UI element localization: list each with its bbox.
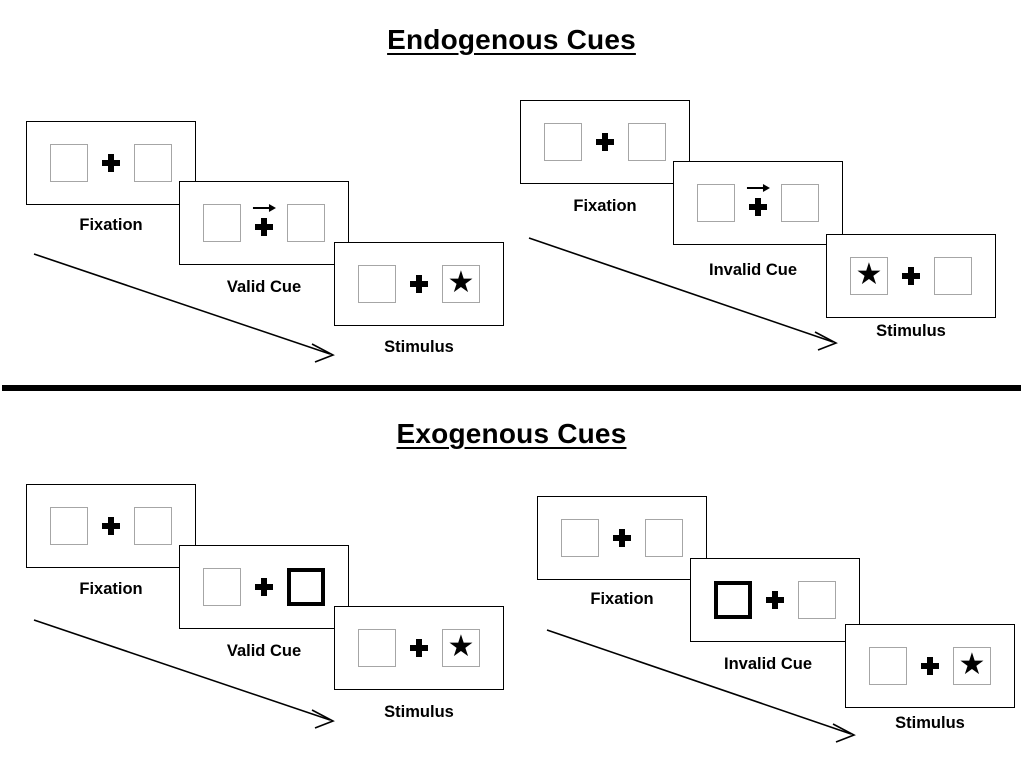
frame-endogenous-valid-fixation[interactable] [26, 121, 196, 205]
frame-label-invalid-cue: Invalid Cue [708, 261, 798, 279]
fixation-cross-icon [766, 591, 784, 609]
left-placeholder-box [50, 144, 88, 182]
right-placeholder-box [645, 519, 683, 557]
frame-endogenous-invalid-stimulus[interactable]: ★ [826, 234, 996, 318]
fixation-cross-icon [102, 154, 120, 172]
fixation-area [98, 505, 124, 547]
right-target-box: ★ [442, 629, 480, 667]
frame-label-stimulus: Stimulus [384, 338, 454, 356]
fixation-cross-icon [410, 275, 428, 293]
left-placeholder-box [358, 629, 396, 667]
frame-exogenous-valid-cue[interactable] [179, 545, 349, 629]
time-flow-arrow-exogenous-valid [33, 619, 335, 729]
fixation-area [406, 627, 432, 669]
frame-label-fixation: Fixation [79, 580, 143, 598]
frame-exogenous-invalid-fixation[interactable] [537, 496, 707, 580]
arrow-right-cue-icon [746, 183, 771, 193]
frame-label-valid-cue: Valid Cue [226, 642, 302, 660]
fixation-area [592, 121, 618, 163]
left-cued-box [714, 581, 752, 619]
fixation-cross-icon [255, 218, 273, 236]
right-placeholder-box [628, 123, 666, 161]
frame-label-fixation: Fixation [573, 197, 637, 215]
frame-endogenous-valid-stimulus[interactable]: ★ [334, 242, 504, 326]
right-placeholder-box [134, 507, 172, 545]
right-placeholder-box [134, 144, 172, 182]
frame-exogenous-invalid-cue[interactable] [690, 558, 860, 642]
left-placeholder-box [697, 184, 735, 222]
fixation-cross-icon [102, 517, 120, 535]
right-placeholder-box [798, 581, 836, 619]
left-placeholder-box [561, 519, 599, 557]
section-title-endogenous: Endogenous Cues [387, 24, 636, 55]
frame-endogenous-invalid-cue[interactable] [673, 161, 843, 245]
left-placeholder-box [544, 123, 582, 161]
right-cued-box [287, 568, 325, 606]
fixation-cross-icon [902, 267, 920, 285]
right-target-box: ★ [442, 265, 480, 303]
frame-exogenous-valid-stimulus[interactable]: ★ [334, 606, 504, 690]
right-target-box: ★ [953, 647, 991, 685]
frame-label-stimulus: Stimulus [876, 322, 946, 340]
star-icon: ★ [447, 630, 475, 663]
section-exogenous: Exogenous Cues Fixation [0, 392, 1023, 767]
left-placeholder-box [869, 647, 907, 685]
frame-label-invalid-cue: Invalid Cue [723, 655, 813, 673]
fixation-area [406, 263, 432, 305]
fixation-area [609, 517, 635, 559]
left-placeholder-box [203, 568, 241, 606]
horizontal-rule-divider [2, 385, 1021, 391]
frame-label-stimulus: Stimulus [384, 703, 454, 721]
left-target-box: ★ [850, 257, 888, 295]
time-flow-arrow-exogenous-invalid [546, 629, 856, 743]
star-icon: ★ [447, 266, 475, 299]
fixation-area [98, 142, 124, 184]
time-flow-arrow-endogenous-invalid [528, 237, 838, 351]
section-endogenous: Endogenous Cues Fixation [26, 24, 996, 363]
left-placeholder-box [203, 204, 241, 242]
fixation-cross-icon [410, 639, 428, 657]
right-placeholder-box [287, 204, 325, 242]
fixation-area [251, 566, 277, 608]
fixation-cross-icon [749, 198, 767, 216]
fixation-area [251, 202, 277, 244]
right-placeholder-box [934, 257, 972, 295]
frame-label-stimulus: Stimulus [895, 714, 965, 732]
right-placeholder-box [781, 184, 819, 222]
fixation-area [745, 182, 771, 224]
arrow-right-cue-icon [252, 203, 277, 213]
time-flow-arrow-endogenous-valid [33, 253, 335, 363]
frame-label-fixation: Fixation [590, 590, 654, 608]
fixation-cross-icon [613, 529, 631, 547]
frame-endogenous-invalid-fixation[interactable] [520, 100, 690, 184]
fixation-area [898, 255, 924, 297]
fixation-cross-icon [921, 657, 939, 675]
frame-endogenous-valid-cue[interactable] [179, 181, 349, 265]
frame-exogenous-invalid-stimulus[interactable]: ★ [845, 624, 1015, 708]
frame-label-fixation: Fixation [79, 216, 143, 234]
frame-label-valid-cue: Valid Cue [226, 278, 302, 296]
frame-exogenous-valid-fixation[interactable] [26, 484, 196, 568]
fixation-cross-icon [255, 578, 273, 596]
fixation-area [762, 579, 788, 621]
left-placeholder-box [358, 265, 396, 303]
fixation-cross-icon [596, 133, 614, 151]
left-placeholder-box [50, 507, 88, 545]
star-icon: ★ [855, 258, 883, 291]
star-icon: ★ [958, 648, 986, 681]
section-title-exogenous: Exogenous Cues [396, 418, 627, 449]
fixation-area [917, 645, 943, 687]
